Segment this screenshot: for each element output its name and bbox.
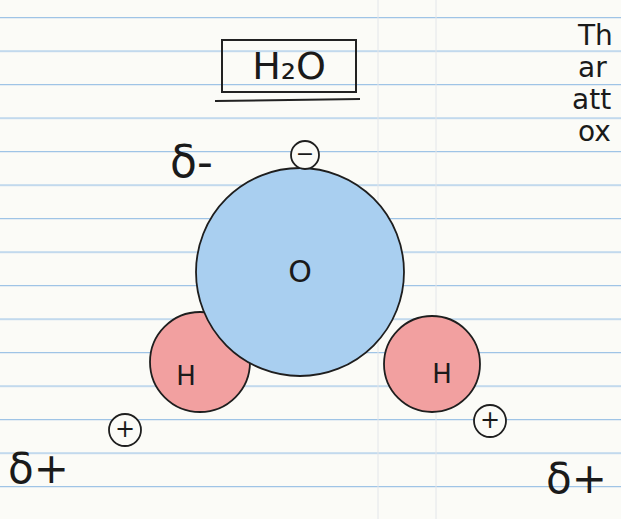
charge-circle: −	[289, 139, 321, 171]
label-text: ar	[578, 51, 607, 84]
node-circle	[384, 316, 480, 412]
partial-charge: δ+	[8, 448, 69, 490]
node-circle	[150, 312, 250, 412]
title-text: H₂O	[252, 47, 326, 85]
node-outline	[382, 314, 482, 414]
node-text: +	[107, 411, 143, 447]
partial-charge: δ+	[546, 458, 607, 500]
label-text: att	[572, 83, 611, 116]
partial-charge: δ-	[170, 140, 213, 184]
label-text: Th	[578, 19, 613, 52]
charge-circle: +	[472, 403, 508, 439]
hydrogen-atom: H	[382, 314, 482, 414]
title: H₂O	[222, 40, 356, 92]
note-text: Th	[578, 22, 613, 50]
note-text: ox	[578, 118, 611, 146]
charge-circle: +	[107, 412, 143, 448]
label-text: ox	[578, 115, 611, 148]
label-text: δ+	[8, 444, 69, 493]
note-text: ar	[578, 54, 607, 82]
node-text: +	[472, 402, 508, 438]
node-text: −	[289, 138, 321, 170]
node-text: O	[194, 166, 406, 378]
oxygen-atom: O	[194, 166, 406, 378]
title-underline	[215, 99, 360, 101]
label-text: δ-	[170, 136, 213, 187]
note-text: att	[572, 86, 611, 114]
title-box	[222, 40, 356, 92]
node-text: H	[392, 324, 492, 424]
faint-margin	[436, 0, 437, 519]
label-text: δ+	[546, 454, 607, 503]
